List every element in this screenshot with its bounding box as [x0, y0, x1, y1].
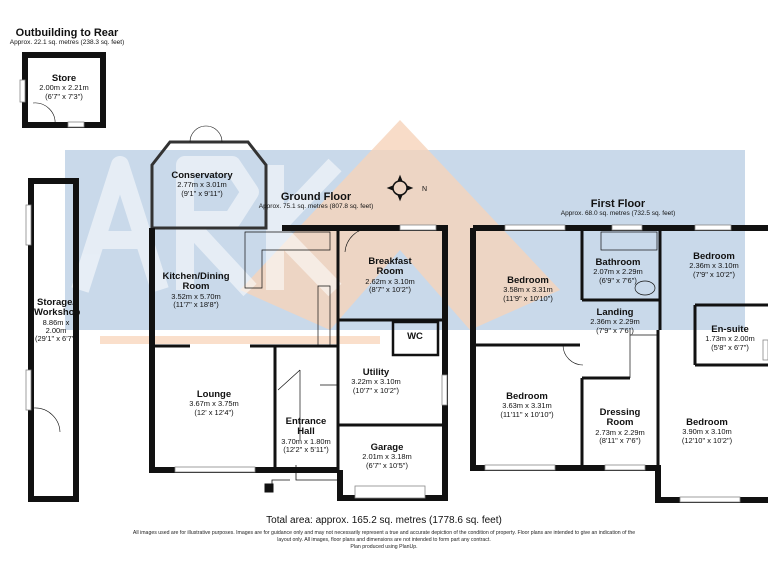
room-name: Garage: [370, 442, 404, 453]
ground-floor-title: Ground Floor: [280, 191, 352, 203]
total-area: Total area: approx. 165.2 sq. metres (17…: [266, 515, 502, 526]
room-name: Lounge: [196, 389, 232, 400]
outbuilding-title: Outbuilding to Rear: [15, 27, 119, 39]
room-imperial: (29'1" x 6'7"): [35, 334, 77, 344]
room-metric: 2.07m x 2.29m: [593, 267, 643, 277]
room-metric: 2.77m x 3.01m: [177, 180, 227, 190]
room-imperial: (11'7" x 18'8"): [173, 300, 219, 310]
ground-floor-area: Approx. 75.1 sq. metres (807.8 sq. feet): [258, 203, 374, 210]
room-imperial: (12' x 12'4"): [194, 407, 234, 417]
first-floor-title: First Floor: [590, 198, 646, 210]
room-metric: 2.00m x 2.21m: [39, 83, 89, 93]
room-imperial: (12'2" x 5'11"): [283, 445, 329, 455]
room-imperial: (12'10" x 10'2"): [681, 435, 733, 445]
room-name: Store: [51, 73, 77, 84]
room-imperial: (5'8" x 6'7"): [711, 342, 749, 352]
room-metric: 2.62m x 3.10m: [365, 276, 415, 286]
room-metric: 3.63m x 3.31m: [502, 401, 552, 411]
room-imperial: (11'11" x 10'10"): [500, 409, 554, 419]
room-imperial: (9'1" x 9'11"): [181, 188, 223, 198]
room-imperial: (8'7" x 10'2"): [369, 285, 411, 295]
room-name: Bedroom: [507, 275, 549, 286]
room-metric: 3.67m x 3.75m: [189, 399, 239, 409]
room-name: Conservatory: [171, 170, 233, 181]
room-imperial: (7'9" x 7'6"): [596, 325, 634, 335]
room-metric: 3.52m x 5.70m: [171, 291, 221, 301]
room-metric: 2.36m x 3.10m: [689, 261, 739, 271]
disclaimer: All images used are for illustrative pur…: [0, 530, 768, 550]
outbuilding-area: Approx. 22.1 sq. metres (238.3 sq. feet): [9, 39, 125, 46]
ground-floor-heading: Ground Floor Approx. 75.1 sq. metres (80…: [259, 191, 374, 210]
room-name: WC: [407, 331, 423, 342]
storage-walls: [28, 178, 79, 502]
first-floor-heading: First Floor Approx. 68.0 sq. metres (732…: [561, 198, 676, 217]
room-name: Bedroom: [693, 251, 735, 262]
room-name: Entrance Hall: [285, 416, 327, 438]
room-name: Bedroom: [686, 417, 728, 428]
room-imperial: (7'9" x 10'2"): [693, 269, 735, 279]
plan-credit: Plan produced using PlanUp.: [350, 543, 418, 550]
room-wc: WC: [407, 331, 423, 342]
room-name: Bedroom: [506, 391, 548, 402]
room-name: Storage/ Workshop: [34, 297, 81, 319]
room-imperial: (6'9" x 7'6"): [599, 275, 637, 285]
room-name: Bathroom: [595, 257, 641, 268]
room-name: Landing: [596, 307, 634, 318]
compass-icon: [386, 174, 414, 202]
room-imperial: (6'7" x 10'5"): [366, 460, 408, 470]
room-metric: 2.01m x 3.18m: [362, 452, 412, 462]
room-imperial: (10'7" x 10'2"): [352, 385, 400, 395]
room-metric: 3.58m x 3.31m: [503, 285, 553, 295]
room-metric: 2.73m x 2.29m: [595, 427, 645, 437]
room-imperial: (11'9" x 10'10"): [503, 293, 553, 303]
conservatory-walls: [150, 140, 268, 230]
room-metric: 3.70m x 1.80m: [281, 436, 331, 446]
room-metric: 2.36m x 2.29m: [590, 317, 640, 327]
room-metric: 1.73m x 2.00m: [705, 334, 755, 344]
room-imperial: (6'7" x 7'3"): [45, 91, 83, 101]
room-name: Utility: [362, 367, 390, 378]
room-name: Breakfast Room: [368, 256, 412, 278]
room-name: Kitchen/Dining Room: [162, 271, 230, 293]
room-metric: 8.86m x 2.00m: [42, 317, 70, 336]
outbuilding-heading: Outbuilding to Rear Approx. 22.1 sq. met…: [10, 27, 125, 46]
room-name: Dressing Room: [599, 407, 641, 429]
room-metric: 3.90m x 3.10m: [682, 427, 732, 437]
first-floor-area: Approx. 68.0 sq. metres (732.5 sq. feet): [560, 210, 676, 217]
room-name: En-suite: [711, 324, 749, 335]
compass-north-label: N: [422, 186, 428, 193]
room-metric: 3.22m x 3.10m: [351, 377, 401, 387]
disclaimer-text: All images used are for illustrative pur…: [132, 530, 636, 543]
wc-walls: [391, 320, 440, 357]
room-imperial: (8'11" x 7'6"): [599, 436, 641, 446]
